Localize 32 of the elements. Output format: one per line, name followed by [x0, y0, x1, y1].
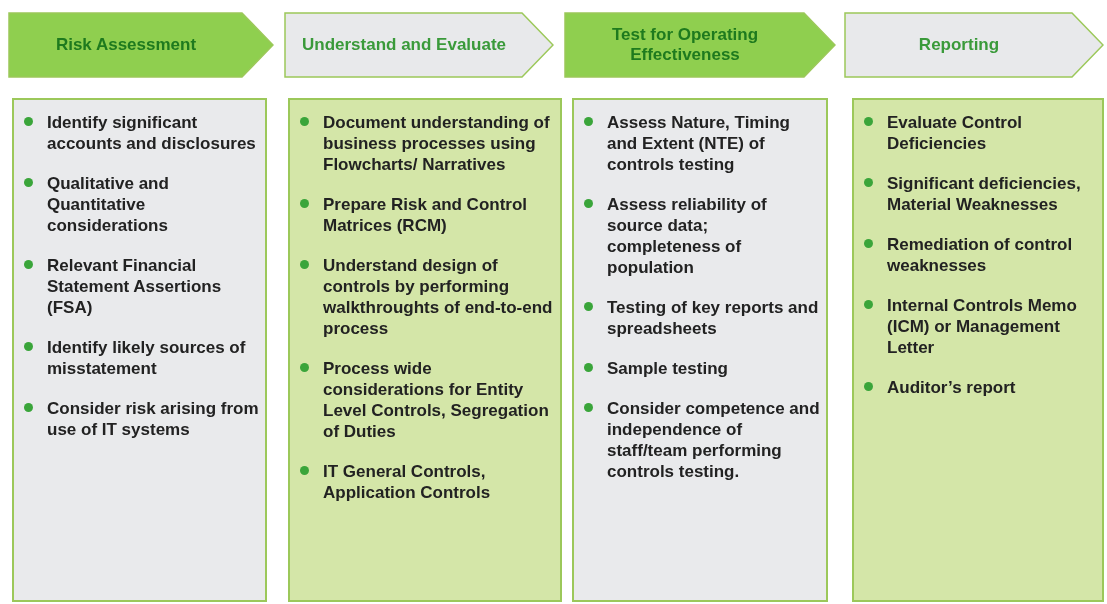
chevron-header [564, 12, 836, 78]
bullet-text: Sample testing [607, 358, 728, 379]
column-panel [572, 98, 828, 602]
bullet-text: Internal Controls Memo (ICM) or Management Letter [887, 295, 1078, 358]
bullet-text: Assess Nature, Timing and Extent (NTE) of controls testing [607, 112, 791, 175]
bullet-text: Understand design of controls by performing walkthroughts of end-to-end process [323, 255, 554, 339]
chevron-header [284, 12, 554, 78]
column-panel [12, 98, 267, 602]
header-title: Understand and Evaluate [301, 35, 508, 55]
bullet-text: Evaluate Control Deficiencies [887, 112, 1024, 154]
bullet-text: Assess reliability of source data; completeness of population [607, 194, 768, 278]
bullet-text: Auditor’s report [887, 377, 1016, 398]
bullet-text: Identify likely sources of misstatement [47, 337, 247, 379]
bullet-text: Consider competence and independence of staff/team performing controls testing. [607, 398, 820, 482]
chevron-header [844, 12, 1104, 78]
bullet-text: Significant deficiencies, Material Weaknesses [887, 173, 1082, 215]
bullet-text: Remediation of control weaknesses [887, 234, 1074, 276]
chevron-header [8, 12, 274, 78]
bullet-text: IT General Controls, Application Controls [323, 461, 492, 503]
bullet-text: Identify significant accounts and disclosures [47, 112, 257, 154]
bullet-text: Process wide considerations for Entity Level Controls, Segregation of Duties [323, 358, 550, 442]
bullet-text: Prepare Risk and Control Matrices (RCM) [323, 194, 529, 236]
bullet-text: Document understanding of business processes using Flowcharts/ Narratives [323, 112, 551, 175]
bullet-text: Testing of key reports and spreadsheets [607, 297, 820, 339]
bullet-text: Consider risk arising from use of IT systems [47, 398, 259, 440]
header-title: Reporting [918, 35, 1001, 55]
column-panel [288, 98, 562, 602]
column-panel [852, 98, 1104, 602]
header-title: Risk Assessment [55, 35, 198, 55]
header-title: Test for Operating Effectiveness [610, 25, 760, 65]
bullet-text: Relevant Financial Statement Assertions (FSA) [47, 255, 223, 318]
bullet-text: Qualitative and Quantitative considerations [47, 173, 170, 236]
